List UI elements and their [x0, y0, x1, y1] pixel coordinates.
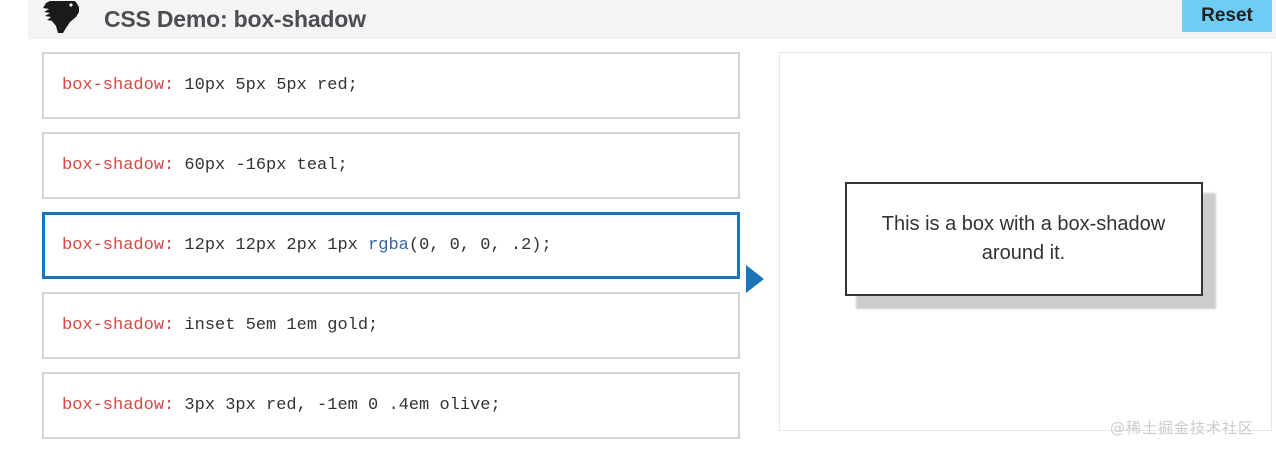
- header-branding: CSS Demo: box-shadow: [36, 0, 366, 39]
- choice-item[interactable]: box-shadow: 60px -16px teal;: [42, 132, 740, 199]
- choice-item[interactable]: box-shadow: 3px 3px red, -1em 0 .4em oli…: [42, 372, 740, 439]
- choice-item[interactable]: box-shadow: 10px 5px 5px red;: [42, 52, 740, 119]
- css-property-value: inset 5em 1em gold;: [174, 316, 379, 335]
- reset-button[interactable]: Reset: [1182, 0, 1272, 32]
- css-property-value-pre: 12px 12px 2px 1px: [174, 236, 369, 255]
- css-property-value: 10px 5px 5px red;: [174, 76, 358, 95]
- css-property-name: box-shadow:: [62, 76, 175, 95]
- demo-body: box-shadow: 10px 5px 5px red; box-shadow…: [28, 39, 1276, 444]
- css-property-value: 3px 3px red, -1em 0 .4em olive;: [174, 396, 501, 415]
- css-choices-list: box-shadow: 10px 5px 5px red; box-shadow…: [42, 52, 752, 452]
- preview-panel: This is a box with a box-shadow around i…: [779, 52, 1272, 431]
- mdn-dino-logo-icon: [43, 0, 79, 33]
- demo-box: This is a box with a box-shadow around i…: [844, 181, 1203, 296]
- css-property-name: box-shadow:: [62, 236, 175, 255]
- choice-item[interactable]: box-shadow: inset 5em 1em gold;: [42, 292, 740, 359]
- css-property-name: box-shadow:: [62, 316, 175, 335]
- choice-item-selected[interactable]: box-shadow: 12px 12px 2px 1px rgba(0, 0,…: [42, 212, 740, 279]
- watermark-text: @稀土掘金技术社区: [1109, 419, 1254, 437]
- css-property-value-post: (0, 0, 0, .2);: [408, 236, 552, 255]
- page-header: CSS Demo: box-shadow Reset: [28, 0, 1276, 39]
- css-property-name: box-shadow:: [62, 156, 175, 175]
- css-property-value: 60px -16px teal;: [174, 156, 348, 175]
- selection-arrow-icon: [746, 265, 764, 293]
- css-property-name: box-shadow:: [62, 396, 175, 415]
- css-function-name: rgba: [368, 236, 409, 255]
- page-title: CSS Demo: box-shadow: [104, 6, 366, 32]
